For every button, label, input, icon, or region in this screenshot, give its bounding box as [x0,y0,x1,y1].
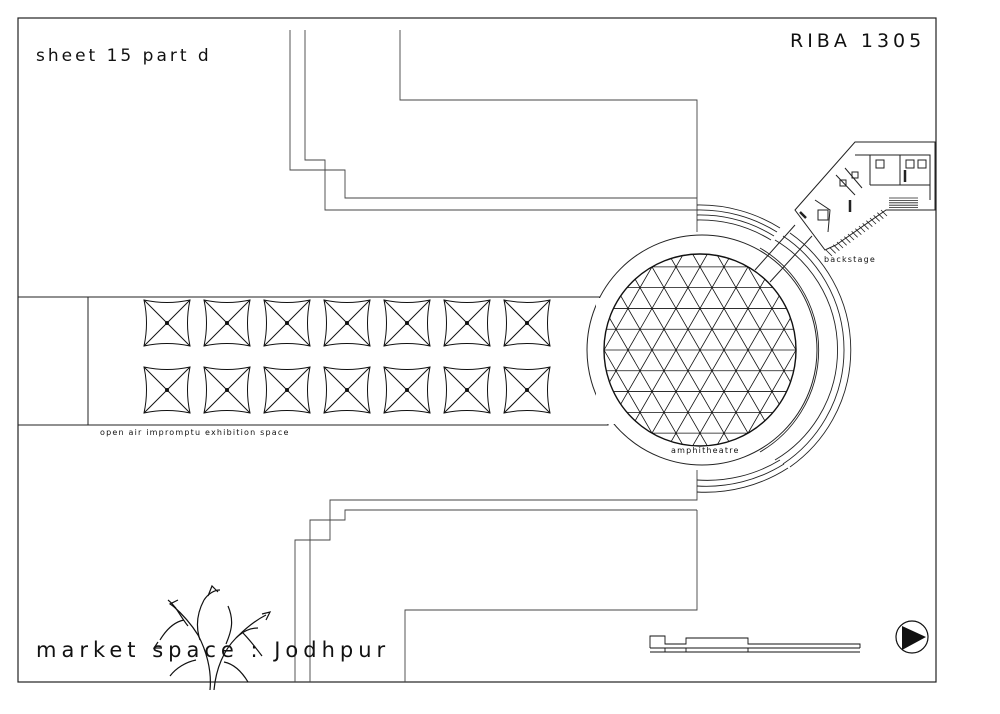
canopy [383,366,431,414]
canopy [383,299,431,347]
scale-bar-icon [649,635,861,653]
canopy [443,299,491,347]
geodesic-dome-icon [603,253,797,447]
drawing-code: RIBA 1305 [790,30,926,52]
amphitheatre-label: amphitheatre [671,446,740,455]
north-arrow-icon [895,620,929,654]
canopy [323,366,371,414]
canopy [203,299,251,347]
canopy [503,299,551,347]
canopy [503,366,551,414]
backstage-steps [825,197,918,257]
exhibition-label: open air impromptu exhibition space [100,428,290,437]
backstage-corridor [754,224,813,283]
amphitheatre-seating [696,204,852,493]
canopy [323,299,371,347]
canopy [143,299,191,347]
sheet-label: sheet 15 part d [36,46,212,66]
south-terraces [294,470,698,682]
canopy [443,366,491,414]
tree-icon [152,584,272,691]
backstage-label: backstage [824,255,877,264]
project-title: market space : Jodhpur [36,638,391,662]
canopy [263,299,311,347]
canopy-grid [143,299,551,414]
canopy [203,366,251,414]
canopy [263,366,311,414]
backstage-building [794,141,936,251]
north-terraces [289,30,698,232]
canopy [143,366,191,414]
